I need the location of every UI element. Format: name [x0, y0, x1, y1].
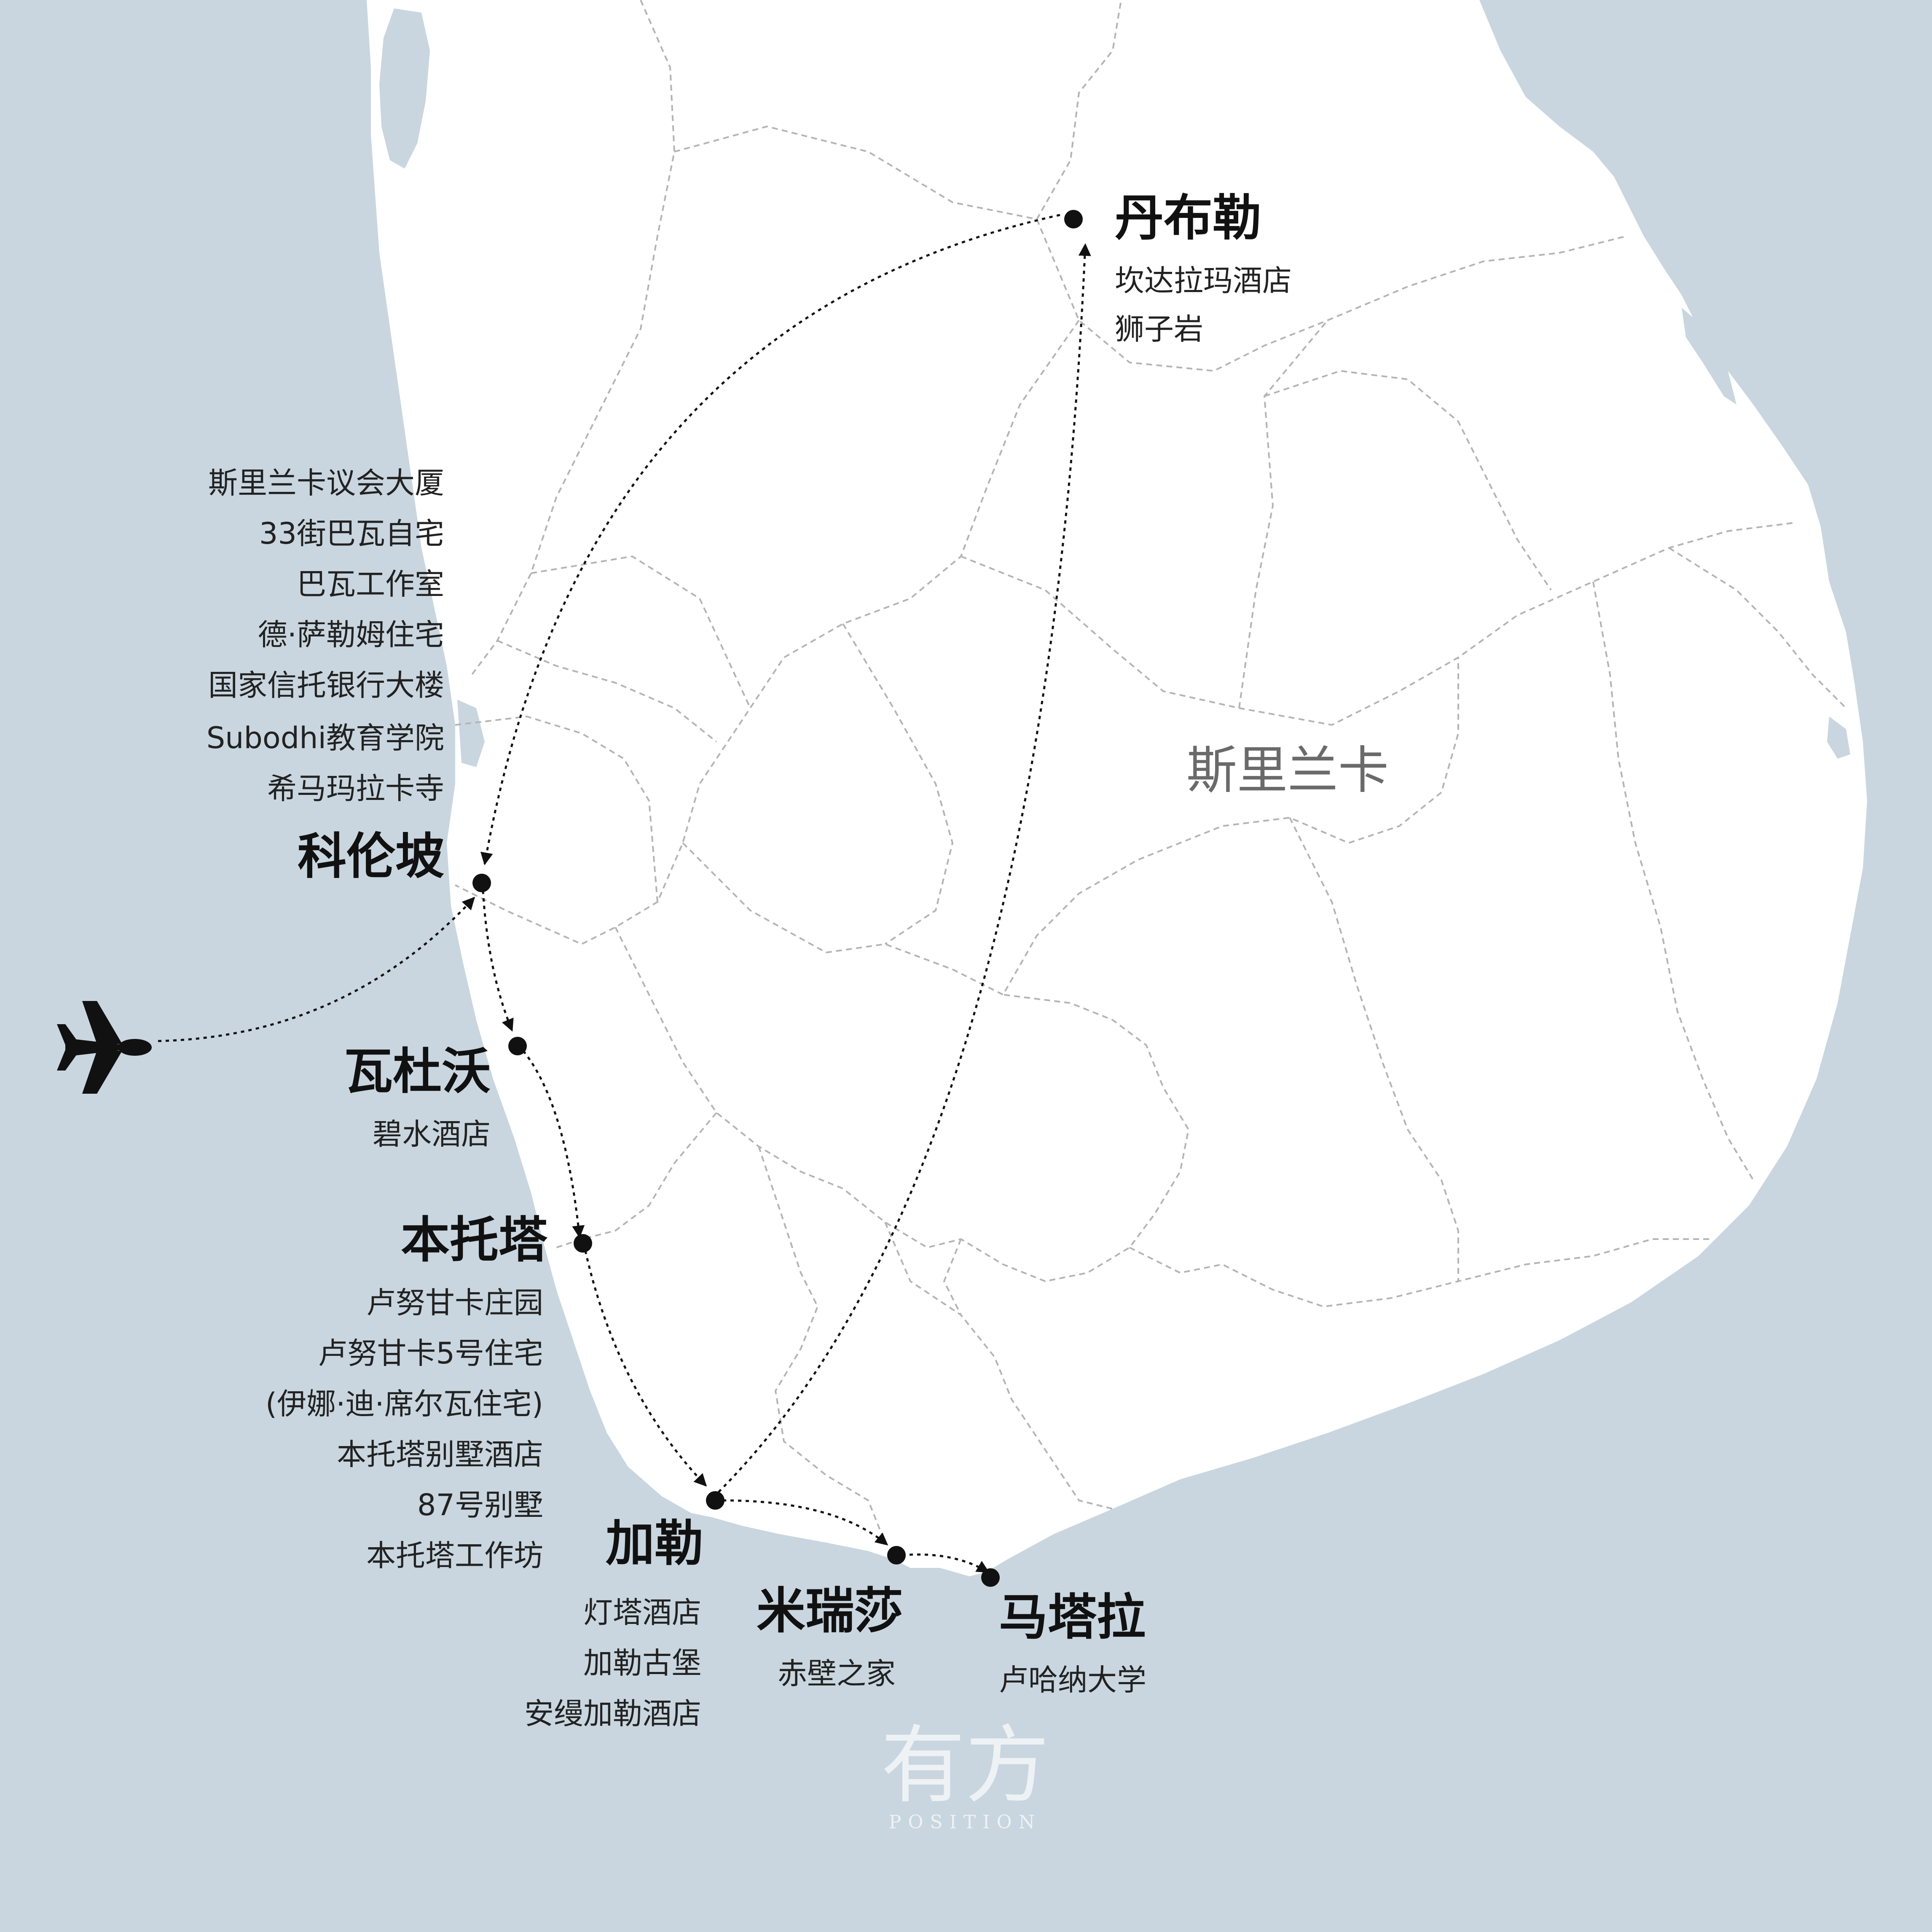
east-inlet: [1682, 308, 1736, 405]
city-dot-dambulla: [1064, 210, 1083, 228]
galle-item: 安缦加勒酒店: [524, 1696, 701, 1731]
watermark-sub: POSITION: [888, 1811, 1042, 1833]
wadduwa-item: 碧水酒店: [373, 1117, 491, 1151]
city-name-dambulla: 丹布勒: [1115, 190, 1261, 247]
colombo-item: 斯里兰卡议会大厦: [208, 466, 444, 500]
route-galle-dambulla: [718, 243, 1091, 1493]
colombo-item: 巴瓦工作室: [297, 567, 444, 601]
colombo-item: 国家信托银行大楼: [208, 668, 444, 703]
bentota-item: 卢努甘卡庄园: [366, 1285, 543, 1320]
route-mirissa-matara: [902, 1553, 990, 1573]
matara-item: 卢哈纳大学: [999, 1663, 1146, 1697]
city-dot-matara: [981, 1568, 1000, 1587]
bentota-item: 87号别墅: [417, 1488, 543, 1522]
watermark-logo: 有方 POSITION: [868, 1724, 1062, 1833]
route-dambulla-colombo: [480, 214, 1060, 865]
city-dots: [472, 210, 1083, 1587]
city-dot-wadduwa: [508, 1037, 527, 1055]
bentota-item: (伊娜·迪·席尔瓦住宅): [265, 1387, 543, 1421]
city-dot-mirissa: [887, 1546, 906, 1564]
dambulla-item: 狮子岩: [1115, 312, 1203, 346]
land-mass: [367, 0, 1867, 1576]
city-name-mirissa: 米瑞莎: [757, 1583, 903, 1640]
district-borders: [455, 0, 1847, 1543]
bentota-item: 本托塔别墅酒店: [337, 1437, 543, 1472]
route-bentota-galle: [582, 1243, 707, 1487]
lagoon: [379, 8, 430, 169]
city-name-colombo: 科伦坡: [298, 828, 444, 885]
route-galle-mirissa: [722, 1499, 888, 1546]
colombo-item: 德·萨勒姆住宅: [258, 617, 444, 652]
colombo-item: 希马玛拉卡寺: [267, 771, 444, 806]
city-name-bentota: 本托塔: [401, 1212, 547, 1269]
city-dot-colombo: [472, 874, 491, 892]
east-inlet: [1827, 716, 1850, 759]
city-name-galle: 加勒: [606, 1515, 703, 1572]
city-dot-galle: [706, 1491, 724, 1510]
inlet: [457, 700, 485, 767]
galle-item: 加勒古堡: [583, 1646, 701, 1680]
country-label: 斯里兰卡: [1186, 741, 1389, 800]
city-name-matara: 马塔拉: [999, 1589, 1146, 1646]
watermark-main: 有方: [880, 1717, 1049, 1815]
east-inlet: [1530, 13, 1555, 72]
airplane-icon: [57, 1001, 152, 1094]
mirissa-item: 赤壁之家: [778, 1656, 896, 1691]
flight-route: [158, 896, 475, 1042]
city-dot-bentota: [574, 1234, 592, 1253]
colombo-item: Subodhi教育学院: [206, 721, 444, 755]
dambulla-item: 坎达拉玛酒店: [1115, 263, 1292, 298]
city-name-wadduwa: 瓦杜沃: [344, 1043, 491, 1100]
galle-item: 灯塔酒店: [583, 1595, 701, 1630]
colombo-item: 33街巴瓦自宅: [259, 516, 444, 551]
bentota-item: 卢努甘卡5号住宅: [318, 1336, 543, 1371]
bentota-item: 本托塔工作坊: [366, 1538, 543, 1573]
